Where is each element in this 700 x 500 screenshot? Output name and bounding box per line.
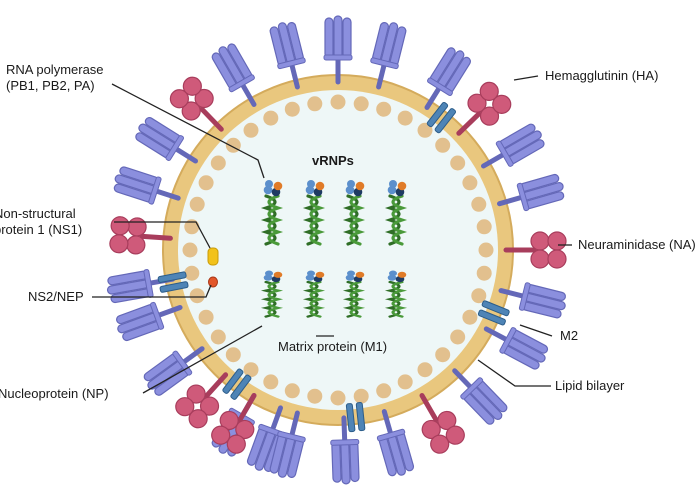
matrix-protein-bead [263,374,279,390]
matrix-protein-layer [182,94,494,406]
matrix-protein-bead [307,388,323,404]
nep-protein [208,276,218,288]
matrix-protein-bead [182,242,198,258]
matrix-protein-bead [376,383,392,399]
label-matrix-protein: Matrix protein (M1) [278,339,387,354]
matrix-protein-bead [210,329,226,345]
leader-ns2 [92,284,212,298]
hemagglutinin-spike-icon [330,417,360,484]
label-ns1-line2: protein 1 (NS1) [0,222,82,237]
leader-lipid [477,359,551,387]
matrix-protein-bead [243,122,259,138]
matrix-protein-bead [284,383,300,399]
matrix-protein-bead [198,175,214,191]
matrix-protein-bead [476,265,492,281]
matrix-protein-bead [397,110,413,126]
lipid-envelope [162,74,514,426]
label-m2: M2 [560,328,578,343]
neuraminidase-spike-icon [506,232,566,268]
matrix-protein-bead [353,388,369,404]
leader-ns1 [114,221,211,249]
matrix-protein-bead [471,196,487,212]
matrix-protein-bead [478,242,494,258]
matrix-protein-bead [476,219,492,235]
label-vrnps: vRNPs [312,153,354,168]
matrix-protein-bead [184,265,200,281]
matrix-protein-bead [284,101,300,117]
label-rna-polymerase-line2: (PB1, PB2, PA) [6,78,95,93]
hemagglutinin-spike-icon [324,16,352,82]
matrix-protein-bead [376,101,392,117]
matrix-protein-bead [353,96,369,112]
matrix-protein-bead [210,155,226,171]
matrix-protein-bead [435,137,451,153]
matrix-protein-bead [307,96,323,112]
matrix-protein-bead [225,347,241,363]
leader-rna-polymerase [111,83,265,179]
matrix-protein-bead [450,329,466,345]
matrix-protein-bead [462,309,478,325]
matrix-protein-bead [417,362,433,378]
label-rna-polymerase-line1: RNA polymerase [6,62,104,77]
matrix-protein-bead [243,362,259,378]
leader-lines [92,75,572,394]
label-hemagglutinin: Hemagglutinin (HA) [545,68,658,83]
matrix-protein-bead [462,175,478,191]
ns1-protein [207,247,219,266]
label-ns1-line1: Non-structural [0,206,76,221]
matrix-protein-bead [184,219,200,235]
matrix-protein-bead [397,374,413,390]
matrix-protein-bead [189,288,205,304]
matrix-protein-bead [198,309,214,325]
matrix-protein-bead [330,390,346,406]
labels: RNA polymerase (PB1, PB2, PA) Hemaggluti… [0,62,696,401]
leader-nucleoprotein [142,325,263,394]
label-ns2-nep: NS2/NEP [28,289,84,304]
label-nucleoprotein: Nucleoprotein (NP) [0,386,109,401]
matrix-protein-bead [471,288,487,304]
matrix-protein-bead [417,122,433,138]
leader-hemagglutinin [513,75,539,81]
leader-m2 [519,324,553,337]
matrix-protein-bead [450,155,466,171]
label-lipid-bilayer: Lipid bilayer [555,378,625,393]
matrix-protein-bead [263,110,279,126]
matrix-protein-bead [435,347,451,363]
matrix-protein-bead [189,196,205,212]
label-neuraminidase: Neuraminidase (NA) [578,237,696,252]
matrix-protein-bead [330,94,346,110]
